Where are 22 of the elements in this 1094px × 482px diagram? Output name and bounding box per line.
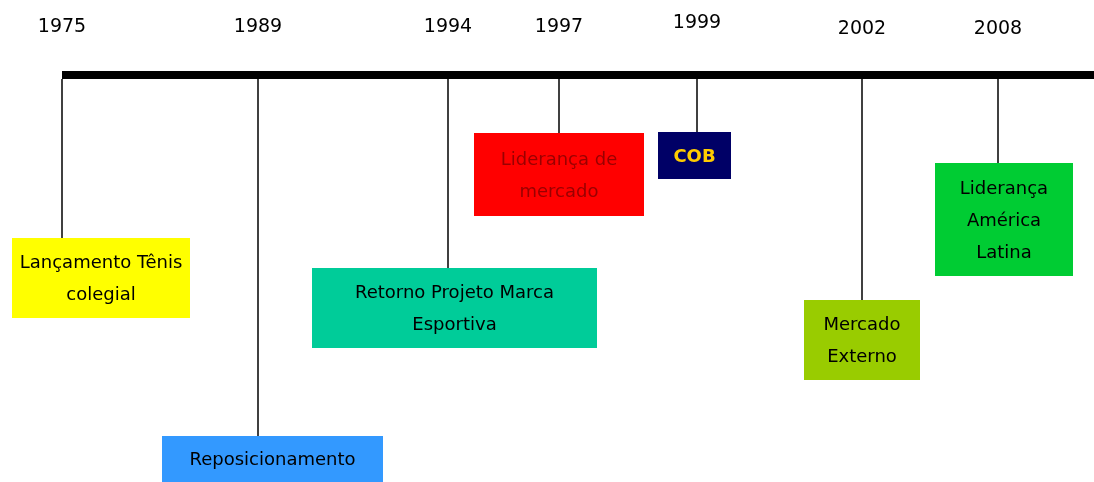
year-label: 1989 <box>233 14 283 36</box>
event-box: COB <box>658 132 731 179</box>
connector-line <box>558 78 560 134</box>
year-label: 2008 <box>973 16 1023 38</box>
event-box: Reposicionamento <box>162 436 383 482</box>
connector-line <box>997 78 999 164</box>
year-label: 1997 <box>534 14 584 36</box>
connector-line <box>447 78 449 269</box>
connector-line <box>257 78 259 437</box>
connector-line <box>696 78 698 133</box>
event-box: Mercado Externo <box>804 300 920 380</box>
year-label: 1994 <box>423 14 473 36</box>
year-label: 1975 <box>37 14 87 36</box>
event-box: Liderança de mercado <box>474 133 644 216</box>
connector-line <box>61 78 63 239</box>
event-box: Liderança América Latina <box>935 163 1073 276</box>
event-box: Lançamento Tênis colegial <box>12 238 190 318</box>
connector-line <box>861 78 863 301</box>
year-label: 1999 <box>672 10 722 32</box>
timeline-axis <box>62 71 1094 79</box>
event-box: Retorno Projeto Marca Esportiva <box>312 268 597 348</box>
year-label: 2002 <box>837 16 887 38</box>
